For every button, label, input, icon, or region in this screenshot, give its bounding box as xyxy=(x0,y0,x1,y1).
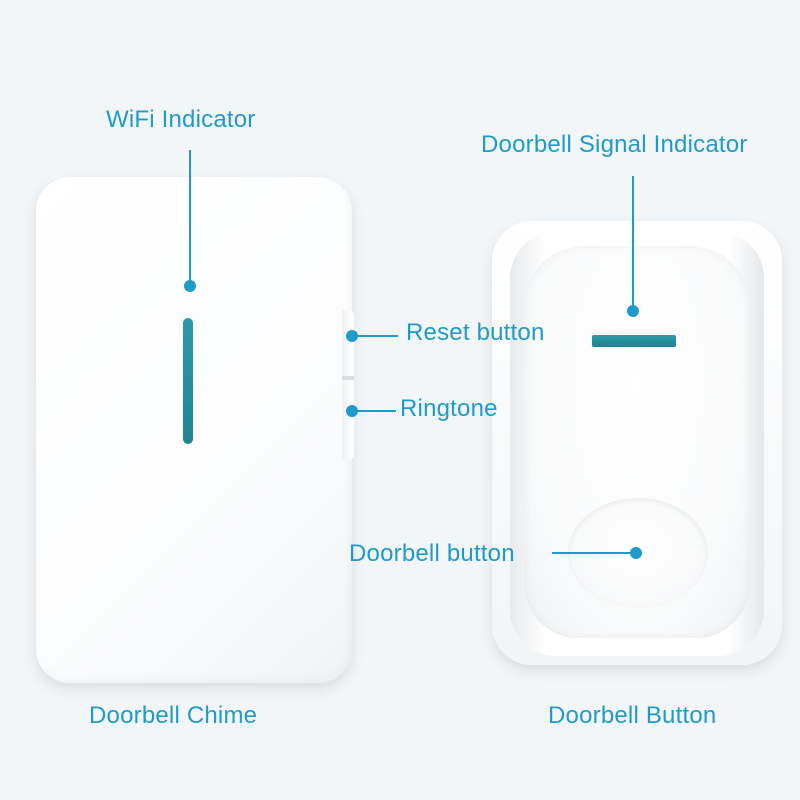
wifi-indicator-led xyxy=(183,318,193,444)
doorbell-signal-led xyxy=(592,335,676,347)
side-divider xyxy=(342,376,354,380)
chime-side-buttons xyxy=(342,310,354,460)
signal-leader-dot xyxy=(627,305,639,317)
wifi-leader-dot xyxy=(184,280,196,292)
wifi-leader-line xyxy=(189,150,191,286)
signal-indicator-label: Doorbell Signal Indicator xyxy=(481,131,748,158)
doorbell-button-leader-line xyxy=(552,552,634,554)
signal-leader-line xyxy=(632,176,634,310)
ringtone-label: Ringtone xyxy=(400,395,498,422)
doorbell-button-leader-dot xyxy=(630,547,642,559)
doorbell-button-callout-label: Doorbell button xyxy=(349,540,515,567)
reset-leader-line xyxy=(352,335,398,337)
reset-button-label: Reset button xyxy=(406,319,545,346)
doorbell-chime-device xyxy=(36,177,352,683)
wifi-indicator-label: WiFi Indicator xyxy=(106,106,256,133)
doorbell-button-caption: Doorbell Button xyxy=(548,702,717,729)
ringtone-leader-line xyxy=(352,410,396,412)
doorbell-chime-caption: Doorbell Chime xyxy=(89,702,258,729)
